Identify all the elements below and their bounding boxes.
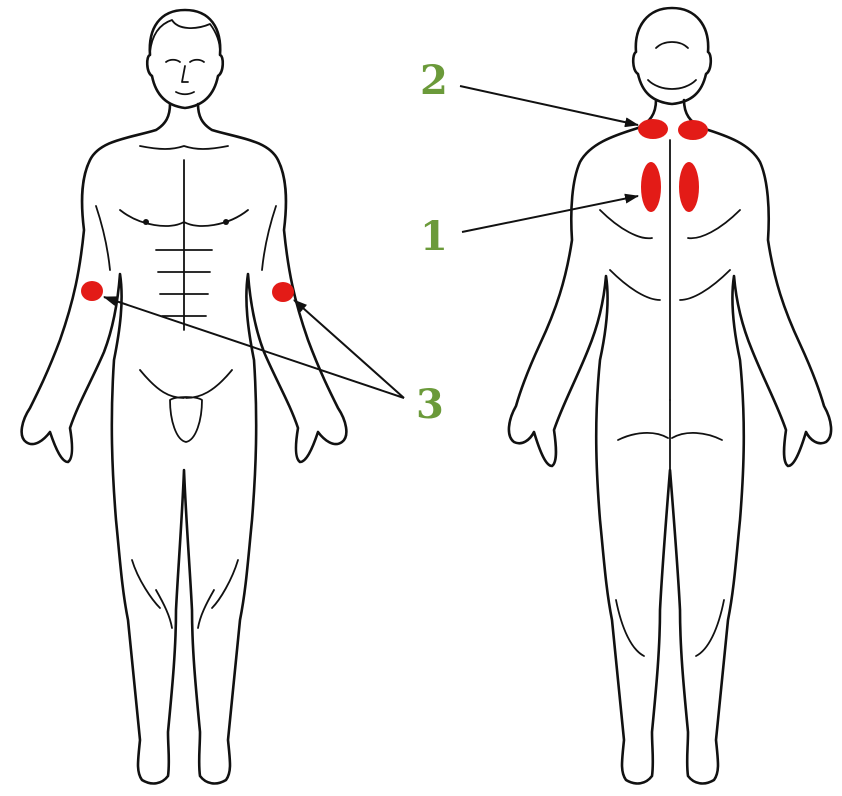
back-hair: [648, 42, 696, 89]
front-mouth: [176, 92, 194, 94]
front-arm-details: [96, 206, 276, 270]
marker-1-left-back: [641, 162, 661, 212]
marker-2-right-neck: [678, 120, 708, 140]
front-collarbones: [140, 146, 228, 149]
back-buttocks: [618, 400, 722, 470]
marker-1-right-back: [679, 162, 699, 212]
marker-3-right-elbow: [272, 282, 294, 302]
front-nipple-left: [143, 219, 149, 225]
arrow-2: [460, 86, 638, 125]
marker-3-left-elbow: [81, 281, 103, 301]
label-1: 1: [420, 213, 448, 260]
label-2: 2: [420, 57, 448, 104]
front-eyes: [166, 60, 204, 62]
back-calves: [616, 600, 724, 656]
front-hair: [150, 20, 220, 52]
marker-2-left-neck: [638, 119, 668, 139]
front-nipple-right: [223, 219, 229, 225]
front-nose: [182, 66, 188, 82]
front-view-body: [22, 10, 347, 783]
front-groin: [140, 370, 232, 442]
front-knees: [132, 560, 238, 628]
front-pecs: [120, 160, 248, 330]
label-3: 3: [416, 381, 444, 428]
arrow-1: [462, 196, 638, 232]
back-view-body: [509, 8, 831, 783]
